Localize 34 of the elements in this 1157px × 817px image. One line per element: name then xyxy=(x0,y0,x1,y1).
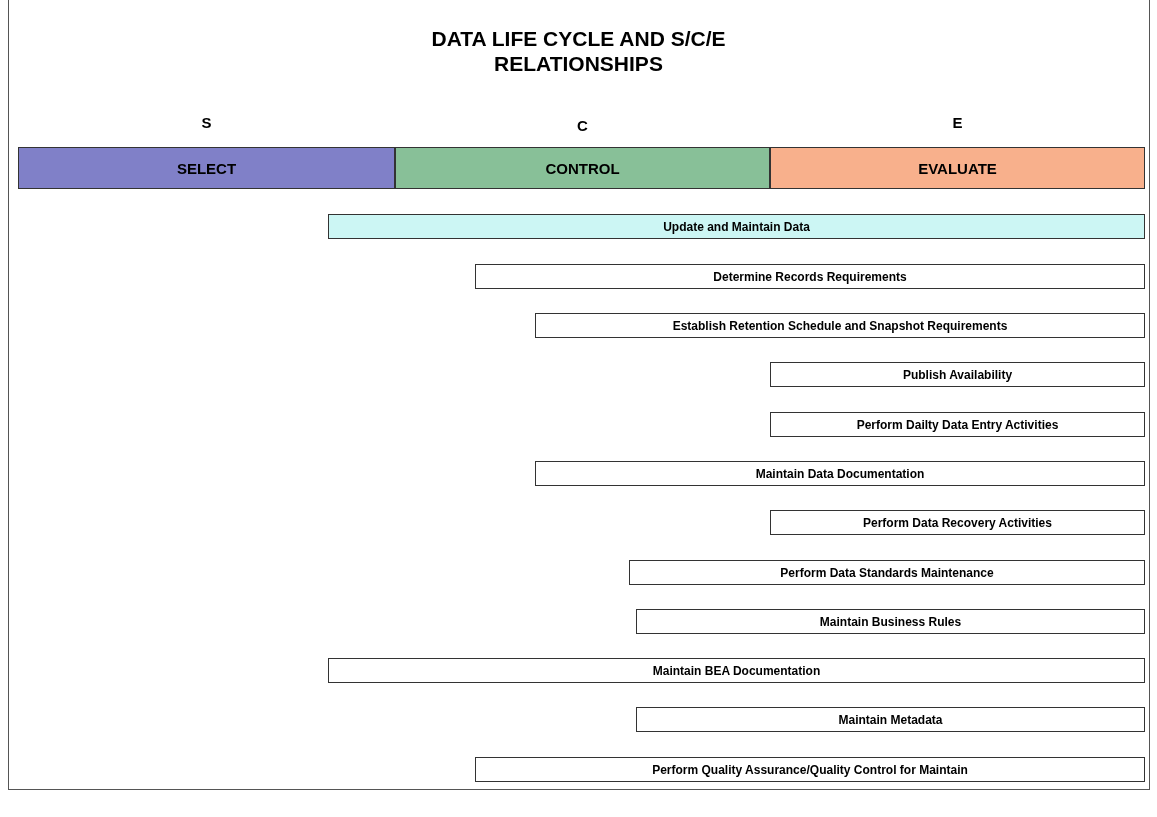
activity-bar xyxy=(636,707,1145,732)
activity-label: Maintain Data Documentation xyxy=(755,466,925,481)
activity-bar xyxy=(328,658,1145,683)
activity-label: CONTROL xyxy=(545,159,620,177)
phase-band xyxy=(395,147,770,189)
phase-letter: E xyxy=(951,114,964,131)
phase-letter: C xyxy=(576,117,589,134)
activity-bar xyxy=(636,609,1145,634)
diagram-title: DATA LIFE CYCLE AND S/C/E RELATIONSHIPS xyxy=(430,26,727,76)
activity-bar xyxy=(475,264,1145,289)
activity-bar xyxy=(629,560,1145,585)
activity-label: Update and Maintain Data xyxy=(663,219,810,234)
activity-bar xyxy=(535,313,1145,338)
activity-label: Establish Retention Schedule and Snapshot Requirements xyxy=(672,318,1008,333)
activity-label: Maintain BEA Documentation xyxy=(652,663,821,678)
activity-label: Determine Records Requirements xyxy=(713,269,907,284)
phase-letter: S xyxy=(200,114,213,131)
activity-label: SELECT xyxy=(176,159,237,177)
phase-band xyxy=(18,147,395,189)
activity-label: Perform Quality Assurance/Quality Control for Maintain xyxy=(652,762,968,777)
activity-bar xyxy=(328,214,1145,239)
activity-label: EVALUATE xyxy=(918,159,997,177)
activity-label: Publish Availability xyxy=(902,367,1013,382)
activity-bar xyxy=(770,412,1145,437)
activity-bar xyxy=(770,362,1145,387)
activity-bar xyxy=(535,461,1145,486)
activity-label: Perform Dailty Data Entry Activities xyxy=(856,417,1059,432)
activity-bar xyxy=(770,510,1145,535)
activity-label: Maintain Metadata xyxy=(838,712,943,727)
activity-bar xyxy=(475,757,1145,782)
activity-label: Maintain Business Rules xyxy=(819,614,962,629)
phase-band xyxy=(770,147,1145,189)
activity-label: Perform Data Recovery Activities xyxy=(863,515,1052,530)
activity-label: Perform Data Standards Maintenance xyxy=(780,565,994,580)
